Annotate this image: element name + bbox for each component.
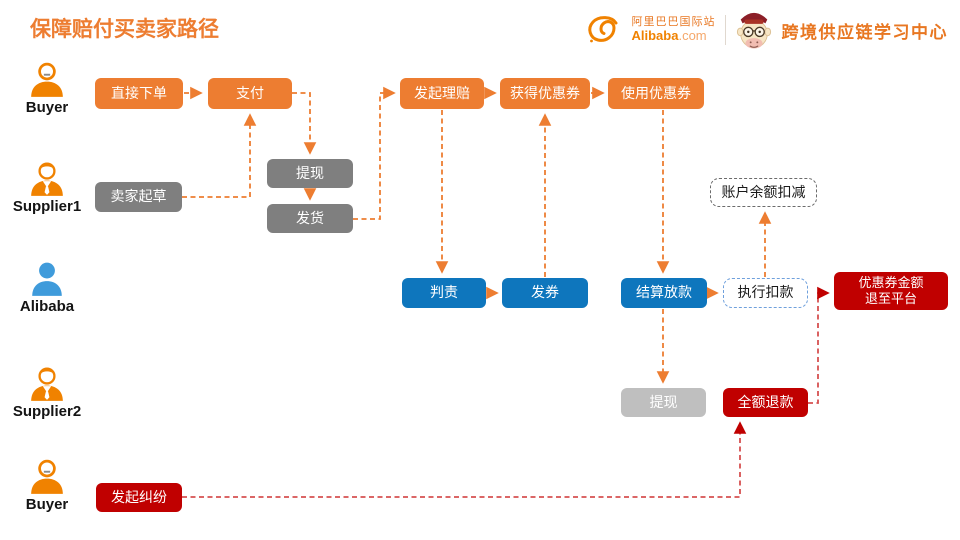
node-get-coupon: 获得优惠券 bbox=[500, 78, 590, 109]
node-ship: 发货 bbox=[267, 204, 353, 233]
node-coupon-refund: 优惠券金额 退至平台 bbox=[834, 272, 948, 310]
alibaba-logo-icon bbox=[587, 16, 617, 43]
mascot-icon bbox=[736, 12, 771, 49]
node-pay: 支付 bbox=[208, 78, 292, 109]
brand-text: 阿里巴巴国际站 Alibaba.com bbox=[632, 16, 716, 44]
supplier-icon bbox=[31, 162, 63, 196]
node-withdraw-1: 提现 bbox=[267, 159, 353, 188]
lane-label: Buyer bbox=[25, 496, 69, 513]
divider bbox=[724, 15, 726, 45]
lane-label: Supplier1 bbox=[12, 198, 82, 215]
node-dispute: 发起纠纷 bbox=[96, 483, 182, 512]
lane-supplier2: Supplier2 bbox=[8, 366, 86, 420]
lane-buyer-bottom: Buyer bbox=[8, 459, 86, 513]
lane-buyer-top: Buyer bbox=[8, 62, 86, 116]
node-balance-deduction: 账户余额扣减 bbox=[710, 178, 817, 207]
learning-center-title: 跨境供应链学习中心 bbox=[781, 22, 948, 42]
node-seller-draft: 卖家起草 bbox=[95, 182, 182, 212]
lane-label: Supplier2 bbox=[12, 403, 82, 420]
node-judge: 判责 bbox=[402, 278, 486, 308]
alibaba-person-icon bbox=[32, 262, 62, 296]
node-claim: 发起理赔 bbox=[400, 78, 484, 109]
node-withdraw-2: 提现 bbox=[621, 388, 706, 417]
buyer-icon bbox=[31, 459, 63, 494]
node-direct-order: 直接下单 bbox=[95, 78, 183, 109]
lane-alibaba: Alibaba bbox=[8, 261, 86, 315]
brand-name-en: Alibaba.com bbox=[631, 27, 707, 43]
node-issue-coupon: 发券 bbox=[502, 278, 588, 308]
lane-label: Buyer bbox=[25, 99, 69, 116]
lane-label: Alibaba bbox=[19, 298, 75, 315]
supplier-icon bbox=[31, 367, 63, 401]
node-use-coupon: 使用优惠券 bbox=[608, 78, 704, 109]
page-title: 保障赔付买卖家路径 bbox=[30, 18, 219, 41]
node-settle: 结算放款 bbox=[621, 278, 707, 308]
node-execute-deduction: 执行扣款 bbox=[723, 278, 808, 308]
buyer-icon bbox=[31, 62, 63, 97]
brand-bar: 阿里巴巴国际站 Alibaba.com 跨境供应链学习中心 bbox=[585, 8, 949, 52]
brand-name-cn: 阿里巴巴国际站 bbox=[631, 16, 716, 29]
lane-supplier1: Supplier1 bbox=[8, 161, 86, 215]
node-full-refund: 全额退款 bbox=[723, 388, 808, 417]
